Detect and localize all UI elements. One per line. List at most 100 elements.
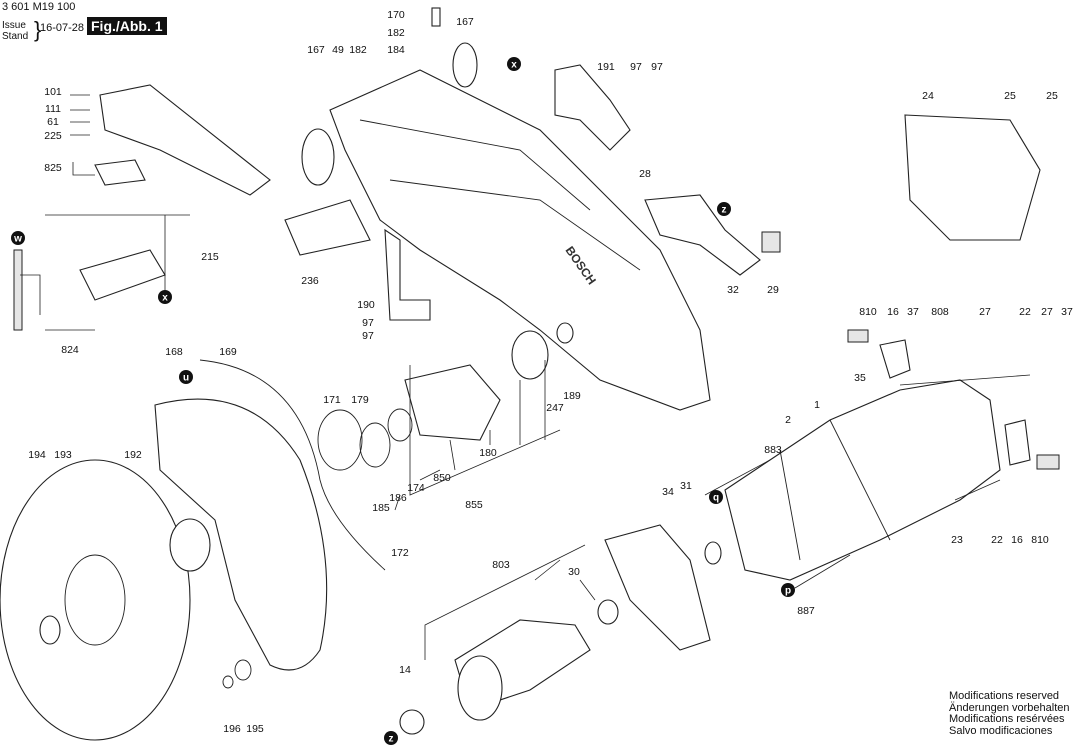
part-number-label: 29 — [767, 284, 779, 296]
lower-blade-guard — [154, 398, 328, 671]
part-number-label: 170 — [387, 9, 405, 21]
part-number-label: 172 — [391, 547, 409, 559]
part-number-label: 850 — [433, 472, 451, 484]
rod-w — [13, 249, 23, 331]
callout-marker-circle — [158, 290, 172, 304]
callout-marker-circle — [781, 583, 795, 597]
parts-drawing: BOSCH — [0, 7, 1060, 741]
part-number-label: 30 — [568, 566, 580, 578]
notice-line: Salvo modificaciones — [949, 724, 1053, 737]
part-number-label: 34 — [662, 486, 674, 498]
part-number-label: 196 — [223, 723, 241, 735]
flange-washer — [169, 518, 211, 572]
issue-label: Issue — [2, 20, 26, 31]
button-29 — [761, 231, 781, 253]
bearing-31 — [704, 541, 722, 565]
motor-housing — [724, 379, 1001, 581]
callout-marker-letter: q — [713, 493, 719, 504]
saw-blade — [0, 459, 191, 741]
part-number-label: 825 — [44, 162, 62, 174]
part-number-label: 37 — [907, 306, 919, 318]
part-number-label: 803 — [492, 559, 510, 571]
upper-arm-housing — [329, 69, 711, 411]
part-number-label: 247 — [546, 402, 564, 414]
stand-label: Stand — [2, 31, 29, 42]
gasket-236 — [284, 199, 371, 256]
callout-marker-letter: z — [389, 734, 394, 745]
part-number-label: 810 — [859, 306, 877, 318]
handle-cover-225 — [99, 84, 271, 196]
part-number-label: 887 — [797, 605, 815, 617]
part-number-label: 171 — [323, 394, 341, 406]
part-number-label: 22 — [1019, 306, 1031, 318]
part-number-label: 193 — [54, 449, 72, 461]
issue-date: 16-07-28 — [40, 22, 85, 34]
callout-marker-letter: u — [183, 373, 189, 384]
blade-flange — [39, 615, 61, 645]
part-number-label: 184 — [387, 44, 405, 56]
fan — [457, 655, 503, 721]
part-number-label: 225 — [44, 130, 62, 142]
part-number-label: 180 — [479, 447, 497, 459]
part-number-label: 31 — [680, 480, 692, 492]
part-number-label: 194 — [28, 449, 46, 461]
brush-810-right — [1036, 454, 1060, 470]
part-number-label: 2 — [785, 414, 791, 426]
bearing-14 — [399, 709, 425, 735]
part-number-label: 189 — [563, 390, 581, 402]
part-number-label: 169 — [219, 346, 237, 358]
callout-marker-circle — [507, 57, 521, 71]
callout-marker-circle — [709, 490, 723, 504]
callout-marker-letter: w — [13, 234, 22, 245]
callout-marker-letter: x — [511, 60, 517, 71]
part-number-label: 168 — [165, 346, 183, 358]
callout-marker-letter: x — [162, 293, 168, 304]
part-number-label: 236 — [301, 275, 319, 287]
figure-title: Fig./Abb. 1 — [87, 17, 167, 35]
part-number-label: 185 — [372, 502, 390, 514]
bracket-191 — [554, 64, 631, 151]
part-number-label: 16 — [887, 306, 899, 318]
part-number-label: 61 — [47, 116, 59, 128]
part-number-label: 810 — [1031, 534, 1049, 546]
brush-810 — [847, 329, 869, 343]
part-number-label: 97 — [362, 317, 374, 329]
part-number-label: 27 — [1041, 306, 1053, 318]
part-number-label: 190 — [357, 299, 375, 311]
part-number-label: 101 — [44, 86, 62, 98]
washer-167-left — [301, 128, 335, 186]
part-number-label: 174 — [407, 482, 425, 494]
fan-baffle-34 — [604, 524, 711, 651]
part-number-label: 97 — [651, 61, 663, 73]
motor-end-cover-24 — [904, 114, 1041, 241]
part-number-label: 186 — [389, 492, 407, 504]
gear — [511, 330, 549, 380]
part-number-label: 215 — [201, 251, 219, 263]
part-number-label: 192 — [124, 449, 142, 461]
washer-167-top — [452, 42, 478, 88]
brace-glyph: } — [34, 17, 42, 42]
part-number-label: 808 — [931, 306, 949, 318]
brush-holder-16 — [879, 339, 911, 379]
part-number-label: 195 — [246, 723, 264, 735]
part-number-label: 35 — [854, 372, 866, 384]
part-number-label: 824 — [61, 344, 79, 356]
lever-32 — [644, 194, 761, 276]
callout-marker-circle — [179, 370, 193, 384]
part-number-label: 24 — [922, 90, 934, 102]
part-number-label: 25 — [1046, 90, 1058, 102]
part-number-label: 1 — [814, 399, 820, 411]
part-number-label: 28 — [639, 168, 651, 180]
part-number-label: 27 — [979, 306, 991, 318]
part-number-label: 22 — [991, 534, 1003, 546]
part-number-label: 16 — [1011, 534, 1023, 546]
part-number-label: 179 — [351, 394, 369, 406]
brush-holder-16-right — [1004, 419, 1031, 466]
part-number-label: 167 — [456, 16, 474, 28]
part-number-label: 883 — [764, 444, 782, 456]
part-number-label: 97 — [630, 61, 642, 73]
part-number-label: 167 — [307, 44, 325, 56]
